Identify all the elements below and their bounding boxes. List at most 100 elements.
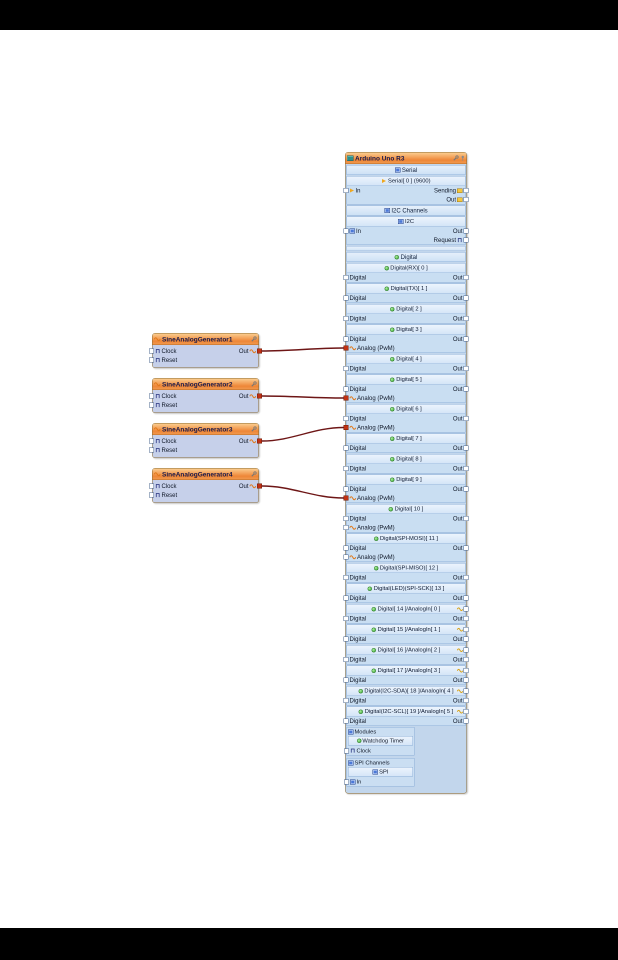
pin[interactable] — [343, 698, 349, 703]
pin[interactable] — [343, 486, 349, 492]
pin[interactable] — [149, 447, 154, 453]
generator-titlebar[interactable]: SineAnalogGenerator2 — [152, 378, 259, 390]
pin[interactable] — [343, 295, 349, 301]
pin[interactable] — [463, 657, 469, 662]
pin[interactable] — [463, 627, 469, 632]
pin-icon[interactable] — [461, 155, 466, 161]
pin[interactable] — [343, 495, 349, 501]
pin[interactable] — [463, 575, 469, 580]
pin[interactable] — [343, 718, 349, 724]
pin[interactable] — [463, 237, 469, 243]
spi-channels-box: SPI Channels SPI In — [344, 758, 415, 787]
pin[interactable] — [463, 366, 469, 371]
pin[interactable] — [343, 466, 349, 471]
pin[interactable] — [257, 438, 262, 444]
digital-out-label: Out — [452, 676, 463, 684]
pin[interactable] — [343, 336, 349, 342]
pin[interactable] — [343, 395, 349, 401]
pin[interactable] — [343, 677, 349, 683]
wrench-icon[interactable] — [453, 155, 459, 161]
wrench-icon[interactable] — [251, 426, 257, 432]
pin[interactable] — [257, 483, 262, 489]
pin[interactable] — [257, 348, 262, 354]
digital-icon — [390, 436, 395, 441]
sine-icon — [249, 484, 256, 488]
pin[interactable] — [343, 516, 349, 521]
pin[interactable] — [463, 466, 469, 471]
pin[interactable] — [343, 525, 349, 530]
pin[interactable] — [149, 438, 154, 444]
pin[interactable] — [343, 545, 349, 551]
pin[interactable] — [343, 445, 349, 451]
pin[interactable] — [463, 416, 469, 421]
pin[interactable] — [343, 575, 349, 580]
pin[interactable] — [463, 688, 469, 694]
pin[interactable] — [343, 366, 349, 371]
pin[interactable] — [344, 779, 349, 785]
i2c-in-label: In — [356, 227, 362, 235]
pin[interactable] — [343, 416, 349, 421]
pin[interactable] — [463, 295, 469, 301]
pin[interactable] — [463, 709, 469, 714]
pin[interactable] — [463, 316, 469, 321]
pin[interactable] — [149, 483, 154, 489]
pin[interactable] — [257, 393, 262, 399]
pin[interactable] — [463, 636, 469, 642]
wrench-icon[interactable] — [251, 336, 257, 342]
generator-title: SineAnalogGenerator2 — [162, 380, 233, 388]
pin[interactable] — [463, 275, 469, 280]
wrench-icon[interactable] — [251, 381, 257, 387]
generator-titlebar[interactable]: SineAnalogGenerator3 — [152, 423, 259, 435]
pin[interactable] — [344, 748, 349, 754]
section-header-serial: Serial — [346, 165, 466, 175]
pin[interactable] — [343, 275, 349, 280]
pin[interactable] — [463, 336, 469, 342]
pin[interactable] — [463, 188, 469, 193]
pin[interactable] — [149, 492, 154, 498]
pin[interactable] — [463, 595, 469, 601]
pin[interactable] — [463, 386, 469, 392]
pin[interactable] — [149, 393, 154, 399]
pin[interactable] — [343, 657, 349, 662]
pin[interactable] — [463, 516, 469, 521]
pin[interactable] — [343, 616, 349, 621]
pin[interactable] — [463, 718, 469, 724]
pin[interactable] — [343, 425, 349, 430]
pin[interactable] — [149, 402, 154, 408]
board-icon — [347, 155, 354, 161]
pin[interactable] — [463, 545, 469, 551]
pin[interactable] — [463, 228, 469, 234]
pin[interactable] — [343, 188, 349, 193]
generator-titlebar[interactable]: SineAnalogGenerator1 — [152, 333, 259, 345]
pin[interactable] — [343, 228, 349, 234]
pin[interactable] — [343, 636, 349, 642]
pin[interactable] — [343, 386, 349, 392]
wrench-icon[interactable] — [251, 471, 257, 477]
pin[interactable] — [463, 606, 469, 612]
pin[interactable] — [149, 348, 154, 354]
pin[interactable] — [343, 316, 349, 321]
pin[interactable] — [343, 345, 349, 351]
sine-icon — [349, 396, 356, 400]
pin[interactable] — [463, 677, 469, 683]
pin[interactable] — [463, 668, 469, 673]
pin[interactable] — [463, 616, 469, 621]
pin[interactable] — [463, 197, 469, 202]
pin[interactable] — [343, 554, 349, 560]
generator-titlebar[interactable]: SineAnalogGenerator4 — [152, 468, 259, 480]
pin[interactable] — [149, 357, 154, 363]
pin[interactable] — [463, 445, 469, 451]
pin[interactable] — [463, 486, 469, 492]
pin[interactable] — [463, 698, 469, 703]
arduino-titlebar[interactable]: Arduino Uno R3 — [345, 152, 467, 164]
pin[interactable] — [463, 647, 469, 653]
pin[interactable] — [343, 595, 349, 601]
